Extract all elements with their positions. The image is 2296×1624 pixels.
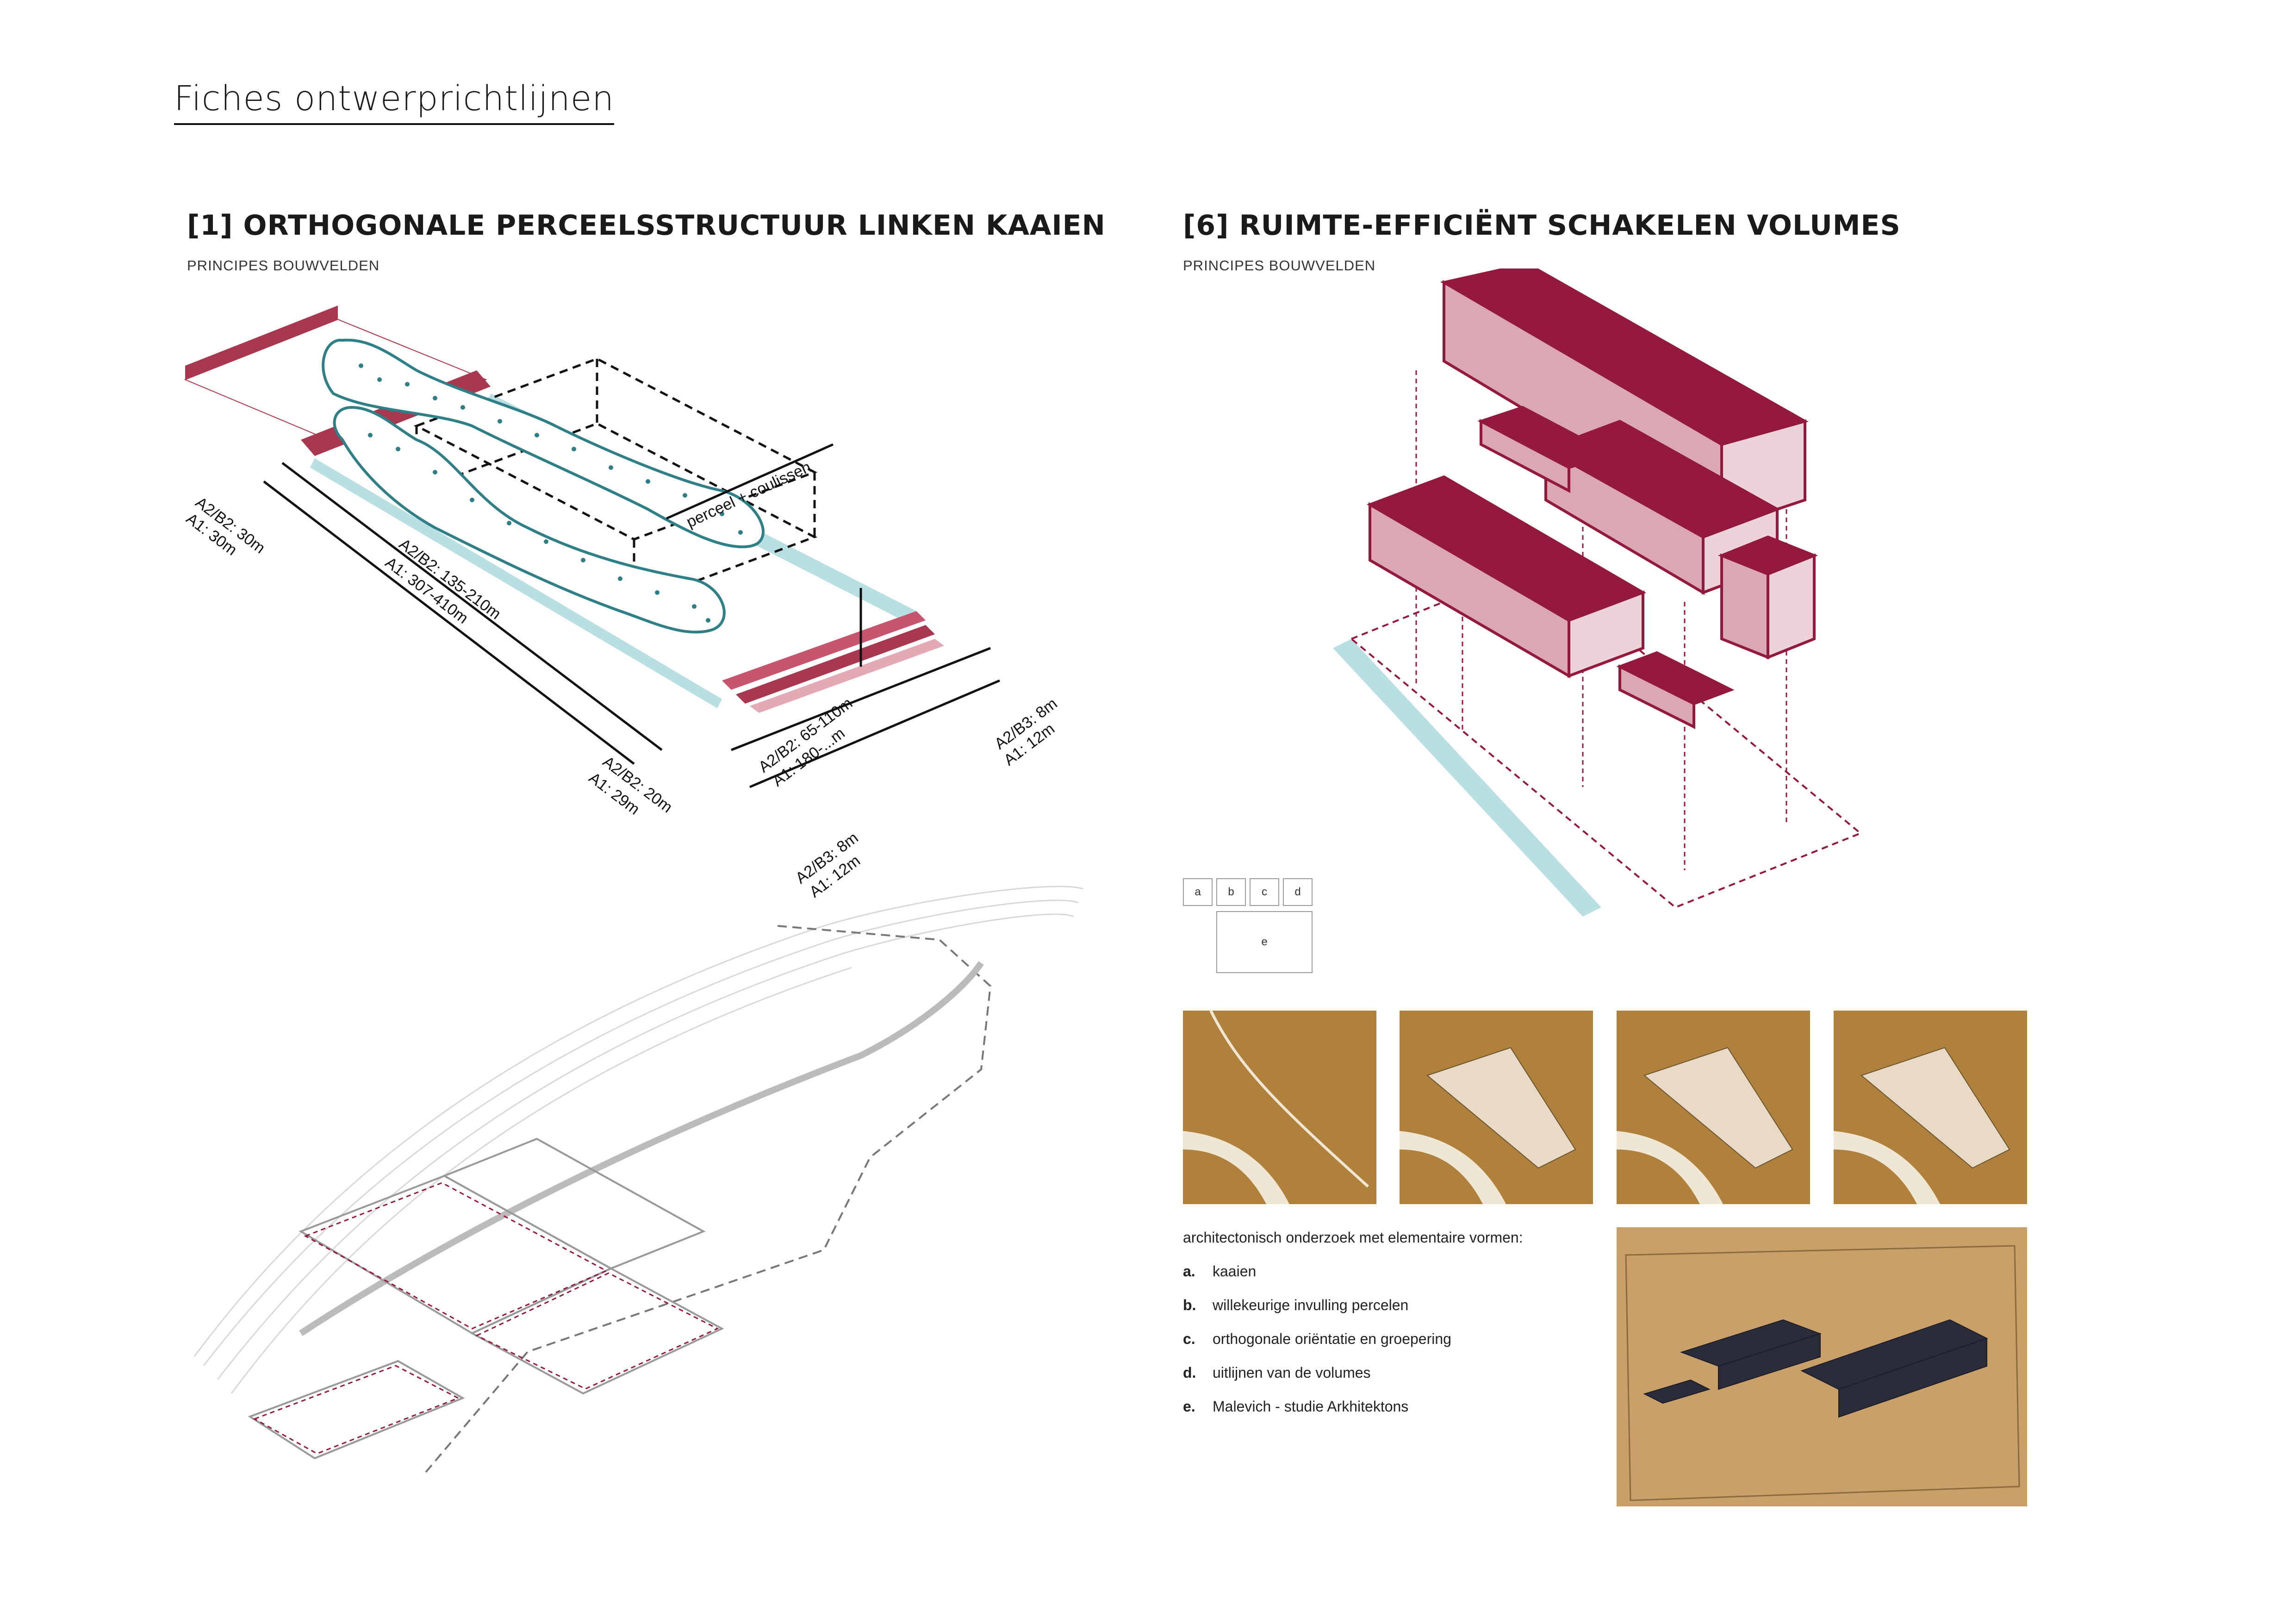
- legend-box-a: a: [1183, 878, 1213, 906]
- section-subtitle-left: PRINCIPES BOUWVELDEN: [187, 257, 380, 274]
- dimension-lines: [263, 443, 1000, 788]
- volume-tower: [1717, 535, 1818, 660]
- vegetation-dots: [359, 363, 743, 623]
- kaai-stripes-right: [722, 611, 944, 713]
- plan-boundary-dashed: [425, 925, 992, 1473]
- kaai-strip-volumes: [1333, 639, 1601, 917]
- plot-outlines: [248, 1137, 724, 1460]
- legend-box-d: d: [1283, 878, 1313, 906]
- list-item-d: d.uitlijnen van de volumes: [1183, 1364, 1371, 1381]
- photo-a-kaaien: [1183, 1011, 1376, 1204]
- section-subtitle-right: PRINCIPES BOUWVELDEN: [1183, 257, 1376, 274]
- research-intro: architectonisch onderzoek met elementair…: [1183, 1229, 1523, 1246]
- kaai-band-top: [185, 306, 338, 380]
- legend-box-e: e: [1216, 911, 1313, 973]
- ground-plot-dashed: [1350, 563, 1862, 909]
- malevich-arkhitekton-photo: [1617, 1227, 2027, 1506]
- terrain-hatching: [193, 886, 1083, 1394]
- photo-d-uitlijnen: [1834, 1011, 2027, 1204]
- volume-left: [1367, 475, 1646, 679]
- street-section-diagram: A2/B2: 30m A1: 30m A2/B2: 135-210m A1: 3…: [183, 306, 1061, 901]
- kaai-plane: [184, 319, 487, 441]
- list-item-c: c.orthogonale oriëntatie en groepering: [1183, 1330, 1451, 1347]
- list-item-e: e.Malevich - studie Arkhitektons: [1183, 1398, 1409, 1415]
- volumes-isometric-diagram: [1333, 269, 1862, 917]
- legend-box-b: b: [1216, 878, 1246, 906]
- page-title: Fiches ontwerprichtlijnen: [174, 79, 615, 125]
- coulisse-cloud-bottom: [333, 406, 726, 634]
- road-main: [299, 961, 984, 1336]
- section-title-right: [6] RUIMTE-EFFICIËNT SCHAKELEN VOLUMES: [1183, 209, 1901, 242]
- coulisse-cloud-top: [322, 338, 765, 549]
- legend-box-c: c: [1250, 878, 1279, 906]
- water-strip-2: [310, 458, 722, 708]
- site-plan-drawing: [193, 886, 1083, 1473]
- photo-b-percelen: [1400, 1011, 1593, 1204]
- section-title-left: [1] ORTHOGONALE PERCEELSSTRUCTUUR LINKEN…: [187, 209, 1106, 242]
- list-item-a: a.kaaien: [1183, 1263, 1257, 1280]
- plot-red-dashes: [253, 1182, 719, 1455]
- list-item-b: b.willekeurige invulling percelen: [1183, 1297, 1409, 1313]
- volume-small-top: [1477, 406, 1614, 493]
- photo-c-orientatie: [1617, 1011, 1810, 1204]
- volume-small-bottom: [1616, 651, 1735, 729]
